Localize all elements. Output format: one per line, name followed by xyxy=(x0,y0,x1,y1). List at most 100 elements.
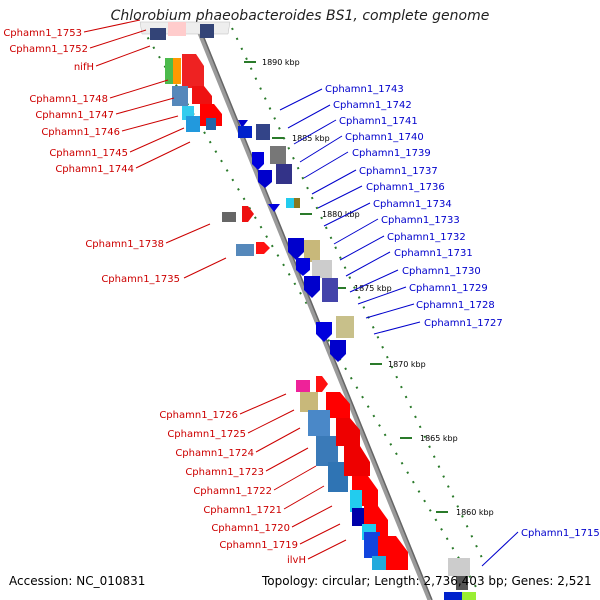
leader-line xyxy=(317,185,363,209)
gene-feature[interactable] xyxy=(294,198,300,208)
gene-label[interactable]: Cphamn1_1743 xyxy=(325,84,404,95)
gene-arrow[interactable] xyxy=(330,340,346,362)
gene-feature[interactable] xyxy=(186,116,200,132)
gene-label[interactable]: Cphamn1_1745 xyxy=(49,148,128,159)
leader-line xyxy=(333,218,379,245)
gene-feature[interactable] xyxy=(222,212,236,222)
leader-line xyxy=(255,427,301,453)
gene-label[interactable]: Cphamn1_1730 xyxy=(402,266,481,277)
gene-feature[interactable] xyxy=(172,86,188,106)
leader-line xyxy=(323,202,371,227)
gene-arrow[interactable] xyxy=(192,86,212,104)
kbp-label: 1865 kbp xyxy=(420,434,458,443)
gene-feature[interactable] xyxy=(462,592,476,600)
gene-label[interactable]: Cphamn1_1738 xyxy=(85,239,164,250)
gene-feature[interactable] xyxy=(276,164,292,184)
gene-label[interactable]: Cphamn1_1742 xyxy=(333,100,412,111)
gene-label[interactable]: Cphamn1_1719 xyxy=(219,540,298,551)
gene-label[interactable]: Cphamn1_1725 xyxy=(167,429,246,440)
gene-label[interactable]: Cphamn1_1735 xyxy=(101,274,180,285)
gene-feature[interactable] xyxy=(256,124,270,140)
gene-feature[interactable] xyxy=(238,126,252,138)
gene-label[interactable]: Cphamn1_1748 xyxy=(29,94,108,105)
gene-arrow[interactable] xyxy=(316,322,332,342)
gene-label[interactable]: Cphamn1_1746 xyxy=(41,127,120,138)
gene-label[interactable]: Cphamn1_1734 xyxy=(373,199,452,210)
gene-arrow[interactable] xyxy=(288,238,304,260)
gene-feature[interactable] xyxy=(200,24,214,38)
gene-feature[interactable] xyxy=(308,410,330,436)
gene-label[interactable]: Cphamn1_1744 xyxy=(55,164,134,175)
accession-text: Accession: NC_010831 xyxy=(9,574,146,588)
gene-arrow[interactable] xyxy=(182,54,204,88)
gene-feature[interactable] xyxy=(173,58,181,84)
gene-label[interactable]: Cphamn1_1727 xyxy=(424,318,503,329)
gene-label[interactable]: Cphamn1_1752 xyxy=(9,44,88,55)
leader-line xyxy=(349,269,399,293)
gene-label[interactable]: Cphamn1_1722 xyxy=(193,486,272,497)
gene-label[interactable]: Cphamn1_1729 xyxy=(409,283,488,294)
gene-label[interactable]: nifH xyxy=(74,62,94,73)
gene-feature[interactable] xyxy=(336,316,354,338)
gene-feature[interactable] xyxy=(444,592,462,600)
gene-label[interactable]: Cphamn1_1728 xyxy=(416,300,495,311)
gene-feature[interactable] xyxy=(372,556,386,570)
gene-label[interactable]: Cphamn1_1731 xyxy=(394,248,473,259)
gene-arrow[interactable] xyxy=(238,120,248,128)
leader-line xyxy=(265,447,309,472)
gene-label[interactable]: Cphamn1_1721 xyxy=(203,505,282,516)
gene-label[interactable]: Cphamn1_1724 xyxy=(175,448,254,459)
gene-arrow[interactable] xyxy=(344,446,370,476)
gene-arrow[interactable] xyxy=(304,276,320,298)
gene-feature[interactable] xyxy=(352,508,366,526)
gene-feature[interactable] xyxy=(168,22,186,36)
gene-feature[interactable] xyxy=(300,392,318,412)
gene-arrow[interactable] xyxy=(336,418,360,446)
gene-arrow[interactable] xyxy=(252,152,264,170)
gene-feature[interactable] xyxy=(304,240,320,262)
gene-feature[interactable] xyxy=(364,532,380,558)
gene-label[interactable]: Cphamn1_1753 xyxy=(3,28,82,39)
gene-feature[interactable] xyxy=(296,380,310,392)
gene-label[interactable]: ilvH xyxy=(287,555,306,566)
gene-feature[interactable] xyxy=(165,58,173,84)
gene-feature[interactable] xyxy=(150,28,166,40)
gene-feature[interactable] xyxy=(456,576,468,590)
gene-label[interactable]: Cphamn1_1737 xyxy=(359,166,438,177)
leader-line xyxy=(109,79,169,99)
gene-label[interactable]: Cphamn1_1715 xyxy=(521,528,600,539)
gene-feature[interactable] xyxy=(350,490,362,512)
gene-feature[interactable] xyxy=(236,244,254,256)
gene-label[interactable]: Cphamn1_1747 xyxy=(35,110,114,121)
gene-arrow[interactable] xyxy=(258,170,272,188)
leader-line xyxy=(345,251,391,277)
gene-arrow[interactable] xyxy=(242,206,254,222)
gene-feature[interactable] xyxy=(328,462,348,492)
gene-arrow[interactable] xyxy=(296,258,310,276)
gene-arrow[interactable] xyxy=(256,242,270,254)
gene-feature[interactable] xyxy=(448,558,470,576)
gene-feature[interactable] xyxy=(312,260,332,278)
kbp-label: 1875 kbp xyxy=(354,284,392,293)
gene-feature[interactable] xyxy=(286,198,294,208)
gene-arrow[interactable] xyxy=(268,204,280,212)
gene-label[interactable]: Cphamn1_1732 xyxy=(387,232,466,243)
gene-feature[interactable] xyxy=(316,436,338,466)
gene-arrow[interactable] xyxy=(326,392,350,418)
gene-arrow[interactable] xyxy=(316,376,328,392)
gene-label[interactable]: Cphamn1_1720 xyxy=(211,523,290,534)
gene-arrow[interactable] xyxy=(200,104,222,126)
gene-label[interactable]: Cphamn1_1736 xyxy=(366,182,445,193)
gene-label[interactable]: Cphamn1_1739 xyxy=(352,148,431,159)
gene-feature[interactable] xyxy=(206,118,216,130)
gene-label[interactable]: Cphamn1_1740 xyxy=(345,132,424,143)
leader-line xyxy=(293,119,337,145)
leader-line xyxy=(129,127,185,153)
gene-label[interactable]: Cphamn1_1733 xyxy=(381,215,460,226)
gene-label[interactable]: Cphamn1_1726 xyxy=(159,410,238,421)
leader-line xyxy=(303,151,349,179)
gene-feature[interactable] xyxy=(270,146,286,164)
gene-label[interactable]: Cphamn1_1723 xyxy=(185,467,264,478)
gene-label[interactable]: Cphamn1_1741 xyxy=(339,116,418,127)
gene-feature[interactable] xyxy=(322,278,338,302)
